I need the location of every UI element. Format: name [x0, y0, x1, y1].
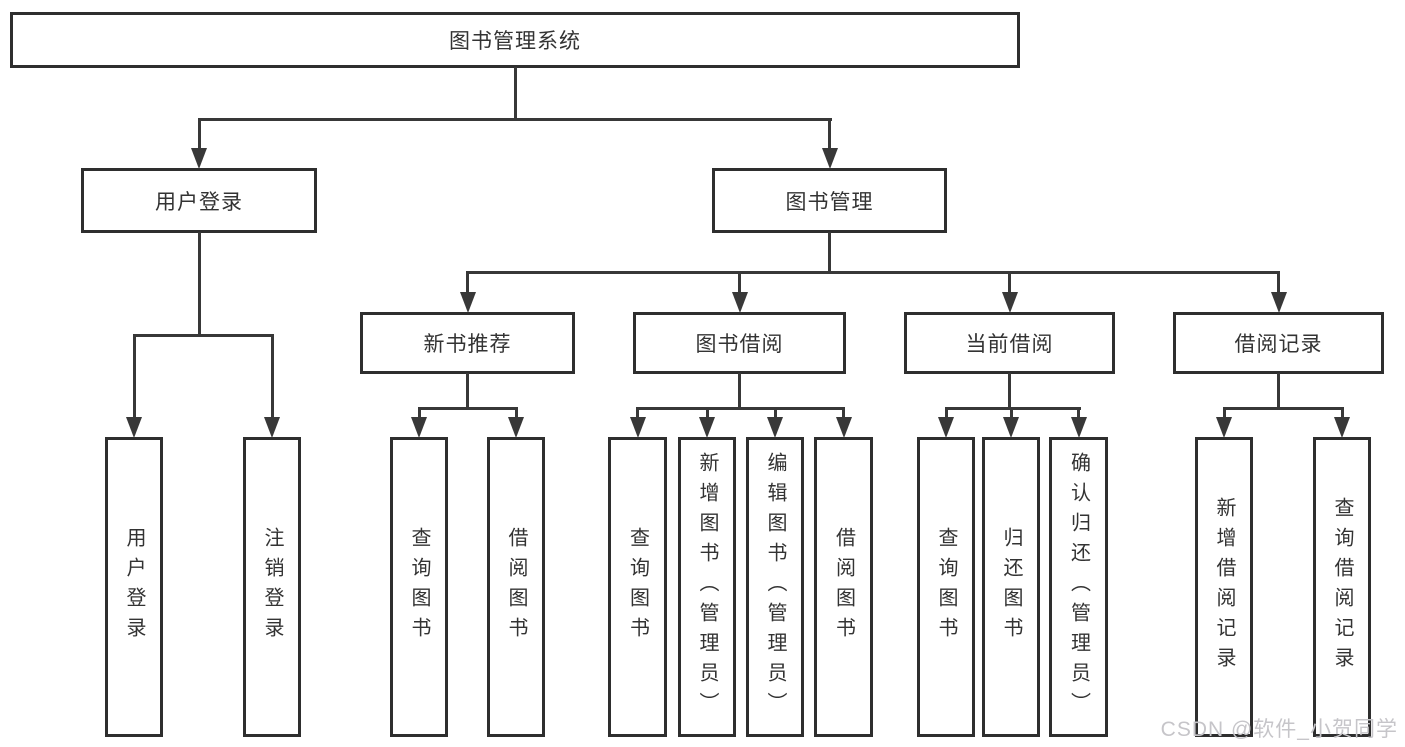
node-login: 用户登录: [105, 437, 163, 737]
node-label-add-books: 新增图书（管理员）: [696, 452, 718, 722]
connector-branch-book-borrow: [636, 407, 845, 410]
arrowhead-book-management-icon: [821, 148, 838, 169]
arrowhead-query-books-1-icon: [411, 417, 427, 438]
connector-branch-user-login: [133, 334, 274, 337]
arrow-shaft-user-login: [198, 118, 201, 150]
arrow-shaft-query-books-2: [636, 407, 639, 419]
node-borrow-books-2: 借阅图书: [814, 437, 873, 737]
node-return-books: 归还图书: [982, 437, 1040, 737]
node-label-return-books: 归还图书: [1000, 527, 1022, 647]
arrow-shaft-edit-books: [774, 407, 777, 419]
node-current-borrow: 当前借阅: [904, 312, 1115, 374]
node-label-book-management: 图书管理: [785, 190, 874, 214]
arrowhead-logout-icon: [264, 417, 280, 438]
node-label-borrow-books-2: 借阅图书: [832, 527, 855, 647]
node-confirm-return: 确认归还（管理员）: [1049, 437, 1108, 737]
connector-stem-current-borrow: [1008, 373, 1011, 410]
arrow-shaft-book-management: [828, 118, 831, 150]
connector-stem-borrow-records: [1277, 373, 1280, 410]
arrowhead-book-borrow-icon: [731, 292, 748, 313]
arrowhead-query-books-3-icon: [938, 417, 954, 438]
connector-stem-user-login: [198, 232, 201, 337]
node-borrow-records: 借阅记录: [1173, 312, 1384, 374]
arrow-shaft-borrow-records: [1277, 271, 1280, 294]
node-user-login: 用户登录: [81, 168, 317, 233]
arrowhead-borrow-books-2-icon: [835, 417, 852, 438]
arrow-shaft-new-book-recommend: [466, 271, 469, 294]
csdn-watermark: CSDN @软件_小贺同学: [1160, 718, 1398, 741]
arrowhead-add-borrow-record-icon: [1216, 417, 1232, 438]
connector-branch-new-book-recommend: [418, 407, 518, 410]
node-label-confirm-return: 确认归还（管理员）: [1067, 452, 1090, 722]
node-system: 图书管理系统: [10, 12, 1020, 68]
connector-branch-borrow-records: [1223, 407, 1344, 410]
node-query-books-1: 查询图书: [390, 437, 448, 737]
arrow-shaft-confirm-return: [1077, 407, 1080, 419]
node-book-management: 图书管理: [712, 168, 947, 233]
node-label-new-book-recommend: 新书推荐: [423, 333, 512, 356]
arrowhead-borrow-books-1-icon: [508, 417, 524, 438]
node-query-books-2: 查询图书: [608, 437, 667, 737]
arrowhead-query-borrow-record-icon: [1334, 417, 1350, 438]
arrow-shaft-logout: [271, 334, 274, 419]
node-label-add-borrow-record: 新增借阅记录: [1213, 497, 1235, 677]
arrowhead-query-books-2-icon: [629, 417, 646, 438]
node-add-borrow-record: 新增借阅记录: [1195, 437, 1253, 737]
arrow-shaft-query-books-1: [418, 407, 421, 419]
node-label-book-borrow: 图书借阅: [695, 333, 784, 356]
arrow-shaft-return-books: [1010, 407, 1013, 419]
arrowhead-edit-books-icon: [767, 417, 783, 438]
node-add-books: 新增图书（管理员）: [678, 437, 736, 737]
connector-branch-current-borrow: [945, 407, 1081, 410]
arrowhead-add-books-icon: [699, 417, 715, 438]
arrow-shaft-add-books: [706, 407, 709, 419]
arrowhead-current-borrow-icon: [1001, 292, 1018, 313]
arrow-shaft-book-borrow: [738, 271, 741, 294]
arrowhead-user-login-icon: [191, 148, 207, 169]
arrowhead-confirm-return-icon: [1070, 417, 1087, 438]
node-label-logout: 注销登录: [261, 527, 283, 647]
connector-stem-book-borrow: [738, 373, 741, 410]
arrowhead-new-book-recommend-icon: [459, 292, 476, 313]
node-borrow-books-1: 借阅图书: [487, 437, 545, 737]
arrow-shaft-query-borrow-record: [1341, 407, 1344, 419]
arrow-shaft-login: [133, 334, 136, 419]
node-logout: 注销登录: [243, 437, 301, 737]
node-label-system: 图书管理系统: [449, 30, 581, 53]
arrow-shaft-borrow-books-2: [842, 407, 845, 419]
node-label-user-login: 用户登录: [155, 190, 243, 214]
arrowhead-borrow-records-icon: [1270, 292, 1287, 313]
node-new-book-recommend: 新书推荐: [360, 312, 575, 374]
node-label-borrow-books-1: 借阅图书: [505, 527, 527, 647]
node-label-edit-books: 编辑图书（管理员）: [764, 452, 786, 722]
node-book-borrow: 图书借阅: [633, 312, 846, 374]
connector-branch-system: [198, 118, 832, 121]
node-query-borrow-record: 查询借阅记录: [1313, 437, 1371, 737]
node-label-login: 用户登录: [123, 527, 145, 647]
node-query-books-3: 查询图书: [917, 437, 975, 737]
arrow-shaft-borrow-books-1: [515, 407, 518, 419]
node-label-query-books-1: 查询图书: [408, 527, 430, 647]
arrowhead-return-books-icon: [1003, 417, 1019, 438]
connector-stem-system: [514, 67, 517, 121]
node-edit-books: 编辑图书（管理员）: [746, 437, 804, 737]
arrowhead-login-icon: [126, 417, 142, 438]
arrow-shaft-query-books-3: [945, 407, 948, 419]
arrow-shaft-current-borrow: [1008, 271, 1011, 294]
arrow-shaft-add-borrow-record: [1223, 407, 1226, 419]
node-label-query-borrow-record: 查询借阅记录: [1331, 497, 1353, 677]
connector-stem-book-management: [828, 232, 831, 274]
node-label-current-borrow: 当前借阅: [965, 333, 1054, 356]
connector-stem-new-book-recommend: [466, 373, 469, 410]
node-label-query-books-2: 查询图书: [626, 527, 649, 647]
node-label-borrow-records: 借阅记录: [1234, 333, 1323, 356]
connector-branch-book-management: [466, 271, 1280, 274]
node-label-query-books-3: 查询图书: [935, 527, 957, 647]
